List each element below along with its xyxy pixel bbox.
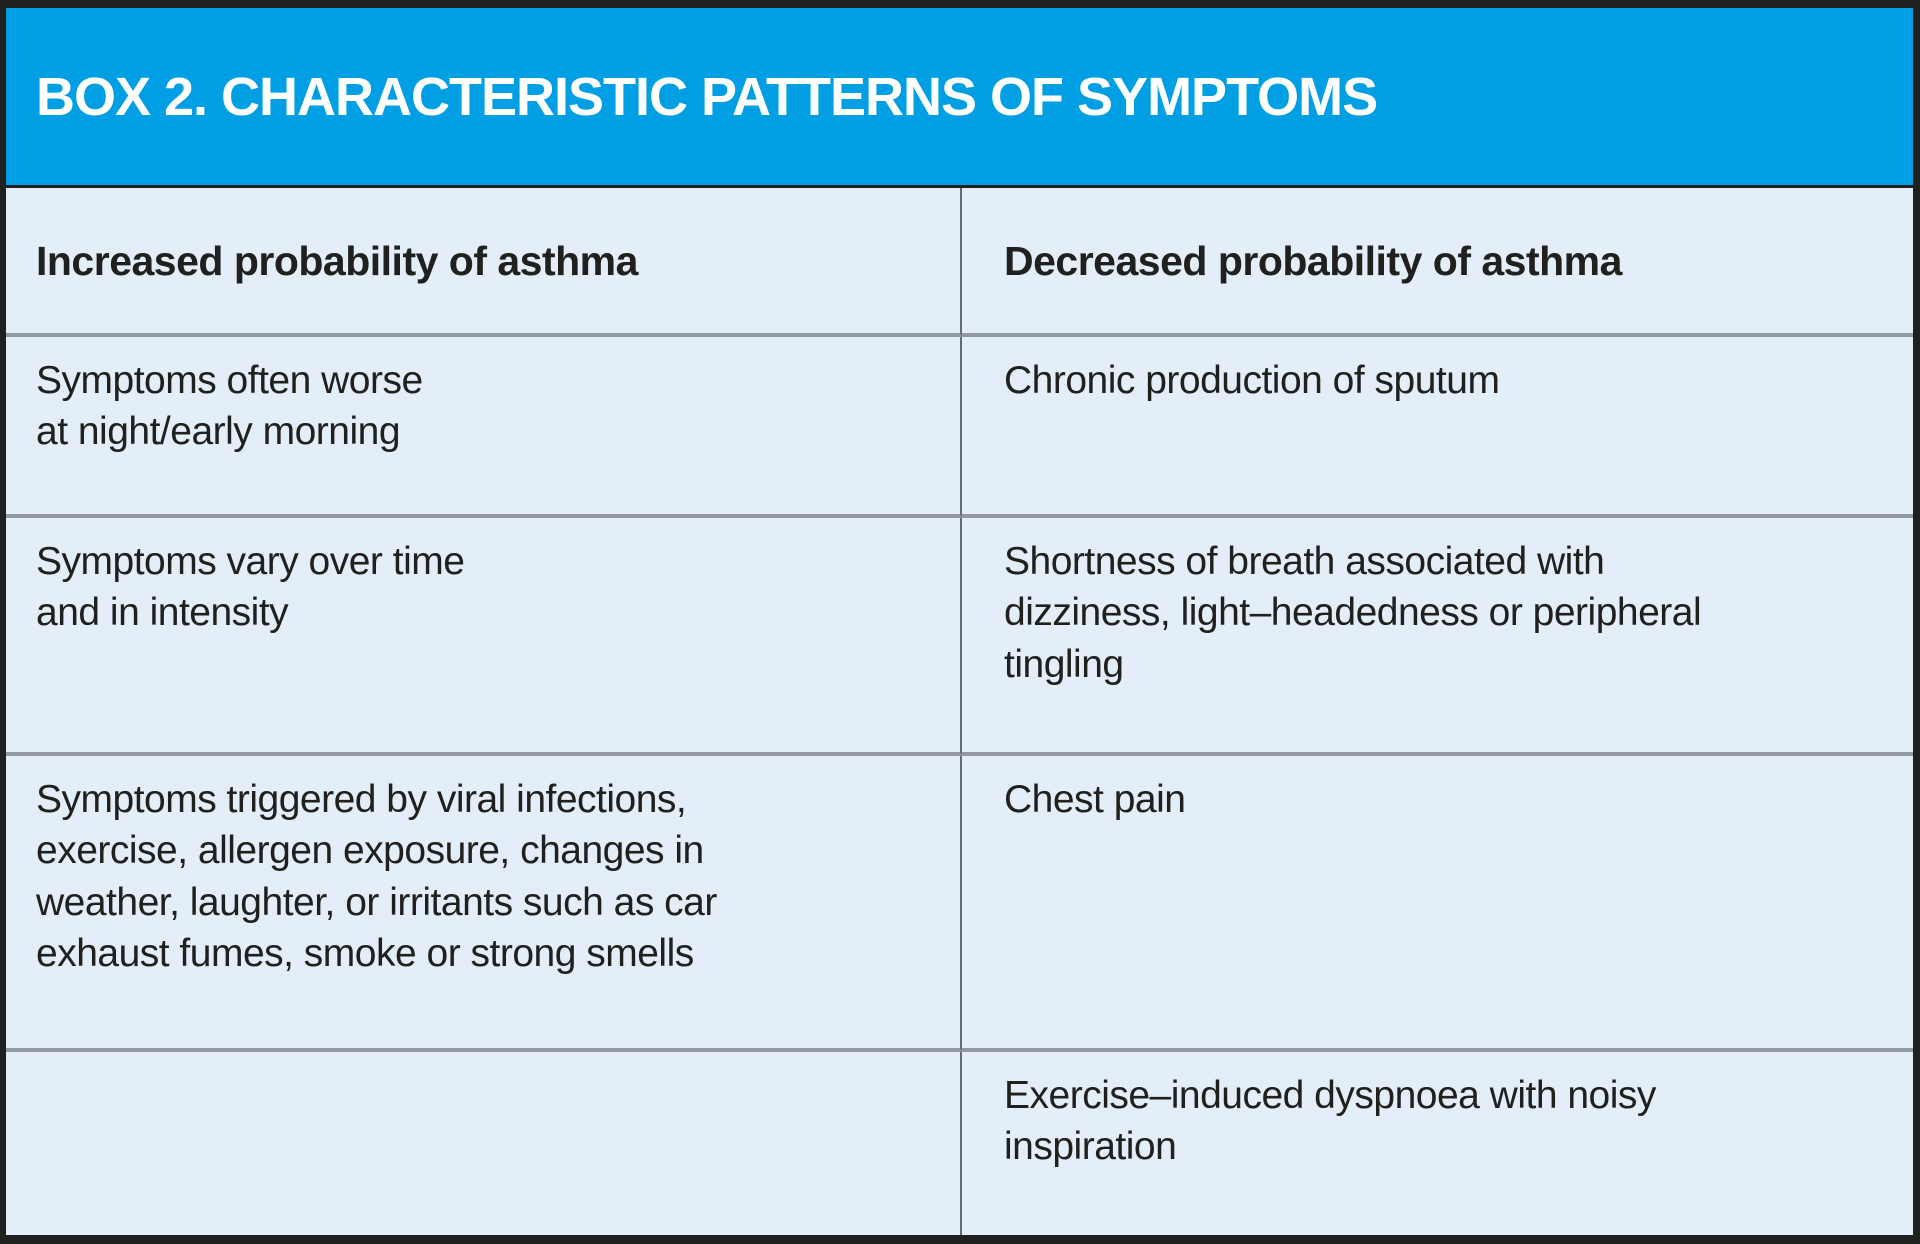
table-cell-increased-row-4-empty bbox=[6, 1052, 962, 1235]
symptoms-table: Increased probability of asthma Decrease… bbox=[6, 188, 1913, 1235]
table-cell-decreased-row-2: Shortness of breath associated with dizz… bbox=[962, 518, 1913, 756]
table-cell-increased-row-1: Symptoms often worse at night/early morn… bbox=[6, 337, 962, 518]
column-header-decreased-probability: Decreased probability of asthma bbox=[962, 188, 1913, 337]
table-cell-decreased-row-1: Chronic production of sputum bbox=[962, 337, 1913, 518]
box-title-bar: BOX 2. CHARACTERISTIC PATTERNS OF SYMPTO… bbox=[6, 8, 1913, 185]
column-header-increased-probability: Increased probability of asthma bbox=[6, 188, 962, 337]
table-cell-decreased-row-3: Chest pain bbox=[962, 756, 1913, 1052]
box-title: BOX 2. CHARACTERISTIC PATTERNS OF SYMPTO… bbox=[36, 66, 1378, 127]
table-cell-decreased-row-4: Exercise–induced dyspnoea with noisy ins… bbox=[962, 1052, 1913, 1235]
table-cell-increased-row-3: Symptoms triggered by viral infections, … bbox=[6, 756, 962, 1052]
table-cell-increased-row-2: Symptoms vary over time and in intensity bbox=[6, 518, 962, 756]
